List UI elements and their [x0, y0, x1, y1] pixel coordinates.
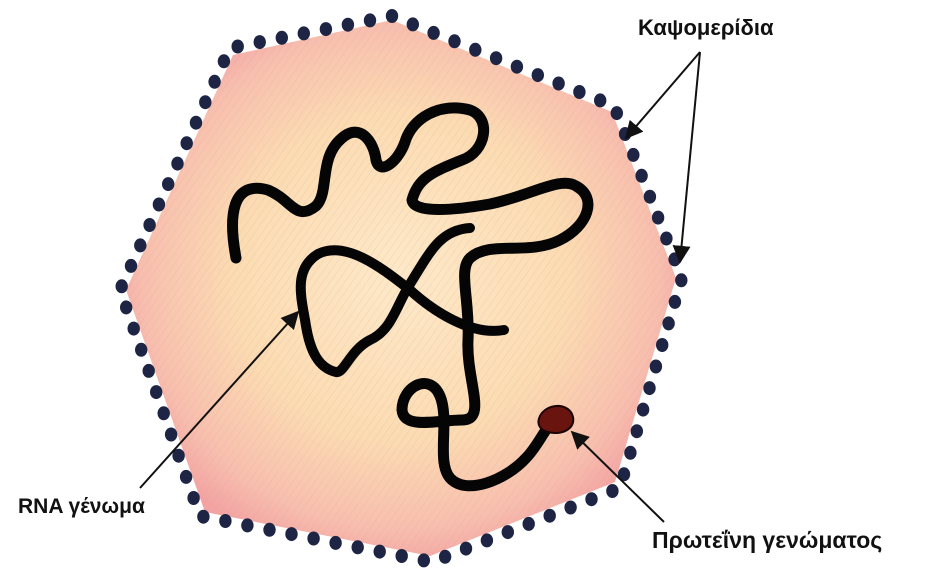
capsomere-dot	[396, 549, 408, 563]
capsomere-dot	[208, 75, 220, 89]
capsomere-dot	[150, 385, 162, 399]
capsomere-dot	[662, 316, 674, 330]
genome-protein	[538, 406, 573, 433]
capsomere-dot	[418, 553, 430, 567]
capsomere-dot	[660, 232, 672, 246]
capsomere-dot	[656, 338, 668, 352]
capsomere-dot	[153, 198, 165, 212]
capsomere-dot	[190, 116, 202, 130]
capsomere-dot	[165, 428, 177, 442]
capsomere-dot	[469, 43, 481, 57]
capsomere-dot	[573, 85, 585, 99]
capsomere-dot	[635, 169, 647, 183]
capsomere-dot	[285, 527, 297, 541]
capsomere-dot	[585, 492, 597, 506]
capsomere-dot	[669, 295, 681, 309]
capsomere-arrow-upper	[626, 52, 700, 138]
capsomere-dot	[232, 40, 244, 54]
capsomere-dot	[219, 514, 231, 528]
capsomere-dot	[652, 211, 664, 225]
capsomere-dot	[187, 491, 199, 505]
capsomere-dot	[374, 545, 386, 559]
capsomere-dot	[511, 60, 523, 74]
capsomere-dot	[128, 322, 140, 336]
capsomere-dot	[307, 532, 319, 546]
capsomere-dot	[143, 364, 155, 378]
capsomere-dot	[624, 446, 636, 460]
capsomere-dot	[650, 360, 662, 374]
capsomere-dot	[158, 406, 170, 420]
capsomere-dot	[199, 95, 211, 109]
capsomere-dot	[276, 31, 288, 45]
capsomere-dot	[329, 536, 341, 550]
capsomere-dot	[134, 238, 146, 252]
capsomere-dot	[644, 190, 656, 204]
capsomeres-label: Καψομερίδια	[638, 15, 774, 41]
capsomere-dot	[532, 68, 544, 82]
capsomere-dot	[241, 518, 253, 532]
capsomere-dot	[490, 51, 502, 65]
capsomere-dot	[254, 35, 266, 49]
capsomere-dot	[407, 17, 419, 31]
capsomere-dot	[611, 106, 623, 120]
capsomere-dot	[162, 177, 174, 191]
capsomere-dot	[637, 403, 649, 417]
capsomere-dot	[564, 501, 576, 515]
capsomere-dot	[120, 300, 132, 314]
capsomere-dot	[181, 136, 193, 150]
capsomere-dot	[481, 533, 493, 547]
capsomere-dot	[197, 510, 209, 524]
capsomere-dot	[342, 18, 354, 32]
capsomere-dot	[606, 484, 618, 498]
capsomere-dot	[364, 13, 376, 27]
capsomere-dot	[448, 34, 460, 48]
capsomere-dot	[116, 279, 128, 293]
rna-genome-label: RNA γένωμα	[18, 495, 145, 519]
capsomere-dot	[631, 424, 643, 438]
capsomere-dot	[386, 9, 398, 23]
capsomere-dot	[352, 540, 364, 554]
capsomere-dot	[668, 252, 680, 266]
capsomere-dot	[320, 22, 332, 36]
capsomere-dot	[523, 517, 535, 531]
genome-protein-label: Πρωτεΐνη γενώματος	[652, 527, 882, 554]
capsomere-dot	[675, 273, 687, 287]
capsomere-dot	[552, 77, 564, 91]
capsomere-dot	[460, 542, 472, 556]
capsomere-dot	[218, 54, 230, 68]
capsomere-dot	[544, 509, 556, 523]
capsomere-dot	[627, 148, 639, 162]
capsomere-dot	[135, 343, 147, 357]
capsomere-arrow-lower	[680, 52, 700, 262]
capsomere-dot	[594, 93, 606, 107]
capsomere-dot	[143, 218, 155, 232]
capsomere-dot	[171, 157, 183, 171]
capsomere-dot	[643, 381, 655, 395]
capsomere-dot	[427, 26, 439, 40]
capsomere-dot	[125, 259, 137, 273]
capsomere-dot	[263, 523, 275, 537]
capsomere-dot	[180, 470, 192, 484]
capsomere-dot	[298, 26, 310, 40]
capsomere-dot	[502, 525, 514, 539]
capsomere-dot	[439, 550, 451, 564]
